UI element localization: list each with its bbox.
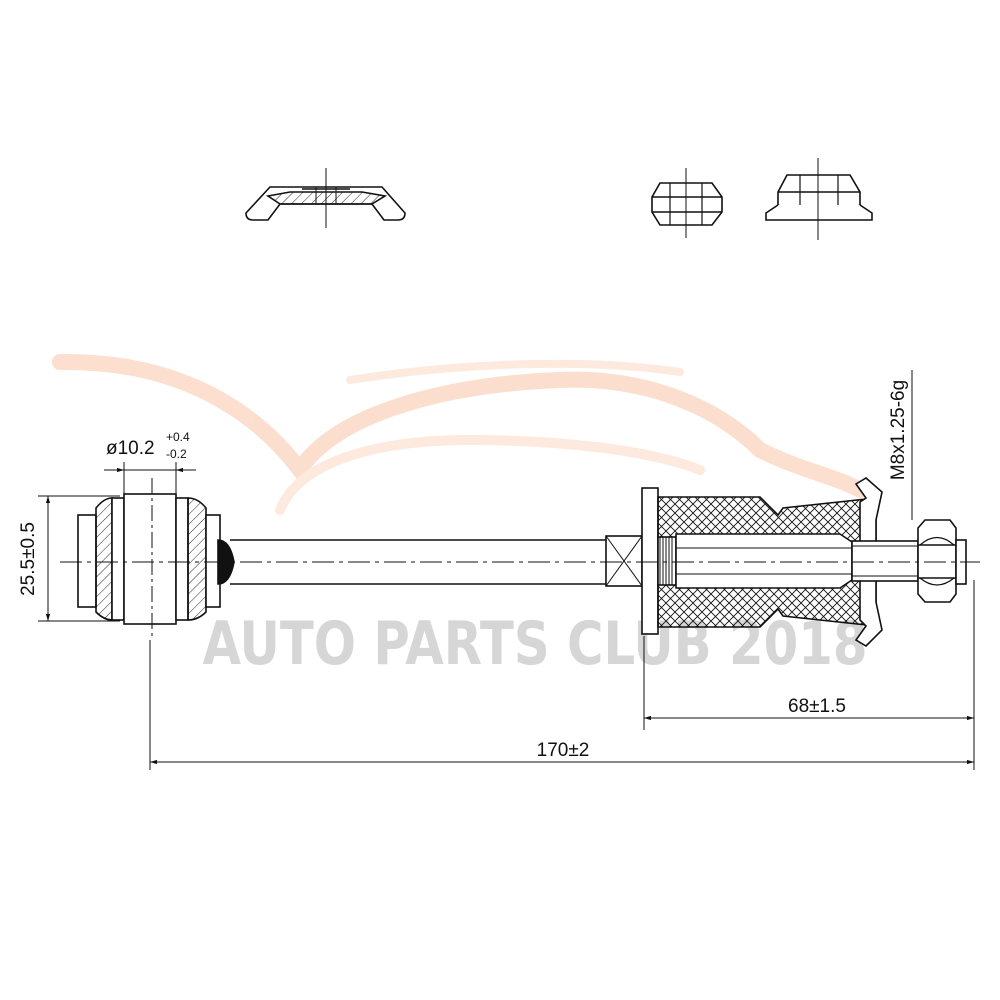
cup-washer — [245, 168, 406, 228]
dim-bore-tol-upper: +0.4 — [166, 430, 190, 444]
logo-swoosh-tail — [346, 359, 684, 384]
logo-swoosh-upper — [52, 353, 868, 498]
hex-nut — [651, 168, 723, 238]
logo-swoosh-lower — [275, 434, 705, 515]
hex-section — [605, 535, 643, 587]
rod — [230, 539, 606, 585]
flange-plate — [641, 487, 659, 635]
stabilizer-link — [60, 477, 980, 648]
watermark-logo — [52, 353, 868, 515]
dim-overall-length: 170±2 — [537, 740, 590, 761]
dimension-lines — [38, 370, 975, 770]
flange-nut — [765, 158, 873, 240]
dim-threaded-length: 68±1.5 — [788, 696, 846, 717]
dim-thread-spec: M8x1.25-6g — [888, 380, 909, 480]
dim-bore-tol-lower: -0.2 — [166, 447, 187, 461]
end-nut — [917, 519, 967, 603]
left-bushing — [77, 478, 221, 640]
inner-sleeve — [657, 533, 853, 589]
thread-shaft — [851, 540, 919, 582]
dim-bushing-height: 25.5±0.5 — [18, 522, 39, 596]
dimension-labels: 25.5±0.5 ø10.2 +0.4 -0.2 M8x1.25-6g 68±1… — [18, 380, 909, 761]
dim-bore-diameter: ø10.2 — [106, 438, 155, 459]
